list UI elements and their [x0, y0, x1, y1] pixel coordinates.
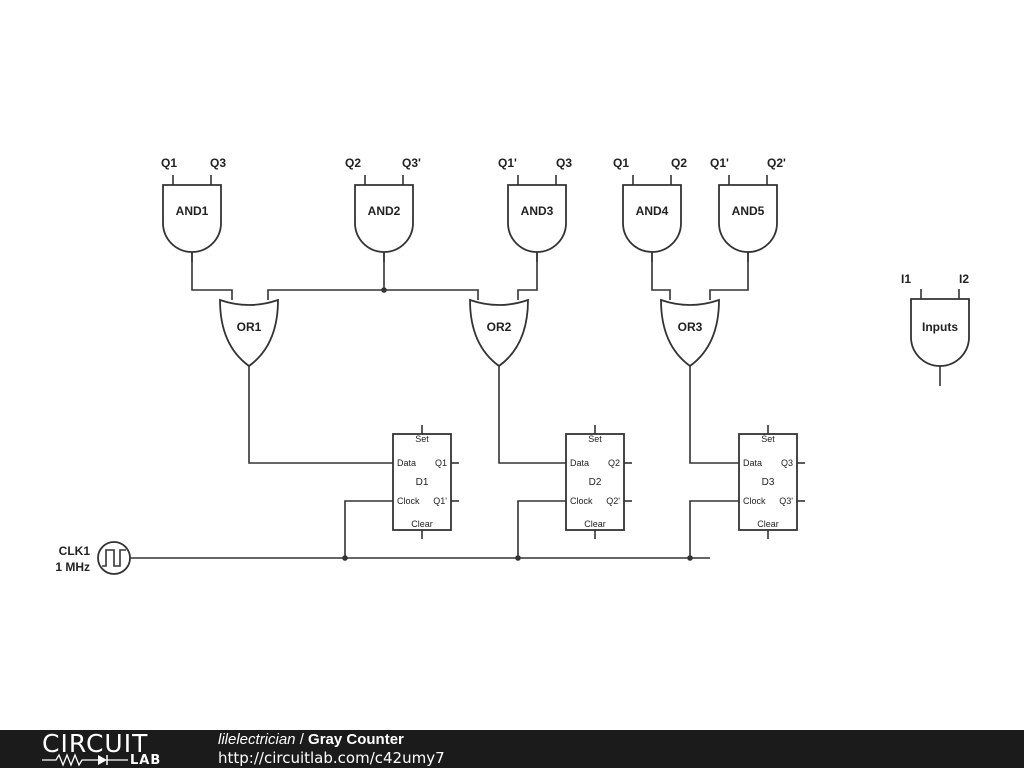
ff-clock-label: Clock [397, 496, 420, 506]
ff-q-label: Q2 [608, 458, 620, 468]
logo-lab-text: LAB [130, 753, 162, 768]
circuit-url-link[interactable]: http://circuitlab.com/c42umy7 [218, 749, 445, 767]
ff-set-label: Set [588, 434, 602, 444]
pin-label: Q1 [613, 156, 629, 170]
and-gate-and5[interactable]: Q1' Q2' AND5 [710, 156, 786, 262]
wire-clock-d3 [689, 500, 739, 558]
ff-data-label: Data [570, 458, 589, 468]
clock-name-label: CLK1 [59, 544, 91, 558]
gate-label: OR2 [487, 320, 512, 334]
wire-and3-or2 [517, 252, 538, 300]
pin-label: Q2 [671, 156, 687, 170]
d-flip-flop-d1[interactable]: Set Data Q1 D1 Clock Q1' Clear [392, 425, 459, 539]
or-gate-or2[interactable]: OR2 [469, 298, 529, 368]
circuitlab-logo[interactable]: CIRCUIT LAB [42, 729, 182, 768]
clock-source-clk1[interactable]: CLK1 1 MHz [55, 541, 131, 575]
wire-and5-or3 [709, 252, 749, 300]
gate-label: Inputs [922, 320, 958, 334]
pin-label: Q1' [710, 156, 729, 170]
schematic-canvas: Q1 Q3 AND1 Q2 Q3' AND2 Q1' Q3 AND3 Q1 Q2… [55, 156, 970, 575]
gate-label: OR1 [237, 320, 262, 334]
wire-or1-d1 [248, 366, 393, 464]
d-flip-flop-d3[interactable]: Set Data Q3 D3 Clock Q3' Clear [738, 425, 805, 539]
gate-label: AND4 [636, 204, 669, 218]
separator: / [295, 731, 309, 748]
or-gate-or3[interactable]: OR3 [660, 298, 720, 368]
pin-label: Q2' [767, 156, 786, 170]
ff-q-label: Q3 [781, 458, 793, 468]
gate-label: AND1 [176, 204, 209, 218]
ff-set-label: Set [415, 434, 429, 444]
author-link[interactable]: lilelectrician [218, 731, 296, 748]
resistor-diode-icon [42, 753, 128, 767]
inputs-block[interactable]: I1 I2 Inputs [901, 272, 970, 386]
wire-and4-or3 [651, 252, 671, 300]
ff-name-label: D1 [416, 477, 429, 488]
and-gate-and1[interactable]: Q1 Q3 AND1 [161, 156, 226, 262]
ff-clear-label: Clear [411, 519, 433, 529]
wire-or3-d3 [689, 366, 739, 464]
wire-clock-d2 [517, 500, 566, 558]
junction-dot [342, 555, 348, 561]
junction-dot [381, 287, 387, 293]
footer-bar: CIRCUIT LAB lilelectrician / Gray Counte… [0, 730, 1024, 768]
gate-label: OR3 [678, 320, 703, 334]
ff-clock-label: Clock [743, 496, 766, 506]
ff-name-label: D2 [589, 477, 602, 488]
author-title-line: lilelectrician / Gray Counter [218, 731, 404, 749]
ff-clear-label: Clear [584, 519, 606, 529]
ff-q-label: Q1 [435, 458, 447, 468]
square-wave-icon [102, 549, 126, 567]
wire-and2-or2 [384, 289, 479, 300]
circuit-title: Gray Counter [308, 731, 404, 748]
pin-label: Q3' [402, 156, 421, 170]
ff-qbar-label: Q2' [606, 496, 620, 506]
pin-label: Q3 [210, 156, 226, 170]
pin-label: I2 [959, 272, 969, 286]
ff-data-label: Data [397, 458, 416, 468]
wire-and2-or1 [267, 252, 385, 300]
wire-or2-d2 [498, 366, 566, 464]
ff-set-label: Set [761, 434, 775, 444]
ff-clock-label: Clock [570, 496, 593, 506]
wires [130, 252, 749, 561]
ff-qbar-label: Q1' [433, 496, 447, 506]
wire-clock-d1 [344, 500, 393, 558]
and-gate-and3[interactable]: Q1' Q3 AND3 [498, 156, 572, 262]
gate-label: AND3 [521, 204, 554, 218]
pin-label: Q3 [556, 156, 572, 170]
wire-and1-or1 [191, 252, 233, 300]
d-flip-flop-d2[interactable]: Set Data Q2 D2 Clock Q2' Clear [565, 425, 632, 539]
ff-qbar-label: Q3' [779, 496, 793, 506]
and-gate-and2[interactable]: Q2 Q3' AND2 [345, 156, 421, 262]
ff-name-label: D3 [762, 477, 775, 488]
and-gate-and4[interactable]: Q1 Q2 AND4 [613, 156, 687, 262]
junction-dot [687, 555, 693, 561]
clock-frequency-label: 1 MHz [55, 560, 90, 574]
ff-data-label: Data [743, 458, 762, 468]
pin-label: Q1' [498, 156, 517, 170]
junction-dot [515, 555, 521, 561]
ff-clear-label: Clear [757, 519, 779, 529]
gate-label: AND2 [368, 204, 401, 218]
gate-label: AND5 [732, 204, 765, 218]
pin-label: Q2 [345, 156, 361, 170]
pin-label: I1 [901, 272, 911, 286]
or-gate-or1[interactable]: OR1 [219, 298, 279, 368]
pin-label: Q1 [161, 156, 177, 170]
logo-circuit-text: CIRCUIT [42, 729, 149, 758]
